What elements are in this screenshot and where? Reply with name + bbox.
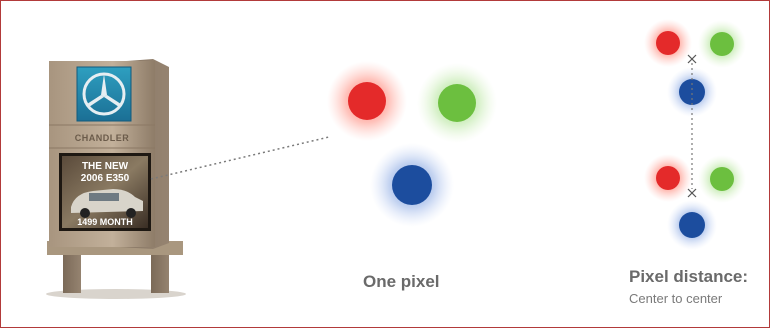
green-subpixel <box>438 84 476 122</box>
sign-leg-left <box>63 249 81 293</box>
bottom-center-marker-icon <box>688 189 696 197</box>
red-subpixel <box>348 82 386 120</box>
pixel-distance-group <box>644 19 746 250</box>
bottom-blue-subpixel <box>679 212 705 238</box>
bottom-red-subpixel <box>656 166 680 190</box>
screen-line-1: THE NEW <box>82 161 129 172</box>
bottom-green-subpixel <box>710 167 734 191</box>
one-pixel-group <box>327 61 497 227</box>
screen-line-2: 2006 E350 <box>81 173 130 184</box>
blue-subpixel <box>392 165 432 205</box>
zoom-connector-line <box>151 137 329 179</box>
top-green-subpixel <box>710 32 734 56</box>
screen-line-3: 1499 MONTH <box>77 217 133 227</box>
top-blue-subpixel <box>679 79 705 105</box>
pixel-distance-subtitle: Center to center <box>629 291 722 306</box>
sign-leg-right <box>151 249 169 293</box>
dealer-sign: CHANDLER THE NEW 2006 E350 1499 MONTH <box>46 59 186 299</box>
dealer-name: CHANDLER <box>75 133 130 143</box>
top-red-subpixel <box>656 31 680 55</box>
pixel-distance-title: Pixel distance: <box>629 267 748 287</box>
top-center-marker-icon <box>688 55 696 63</box>
one-pixel-label: One pixel <box>363 272 440 292</box>
